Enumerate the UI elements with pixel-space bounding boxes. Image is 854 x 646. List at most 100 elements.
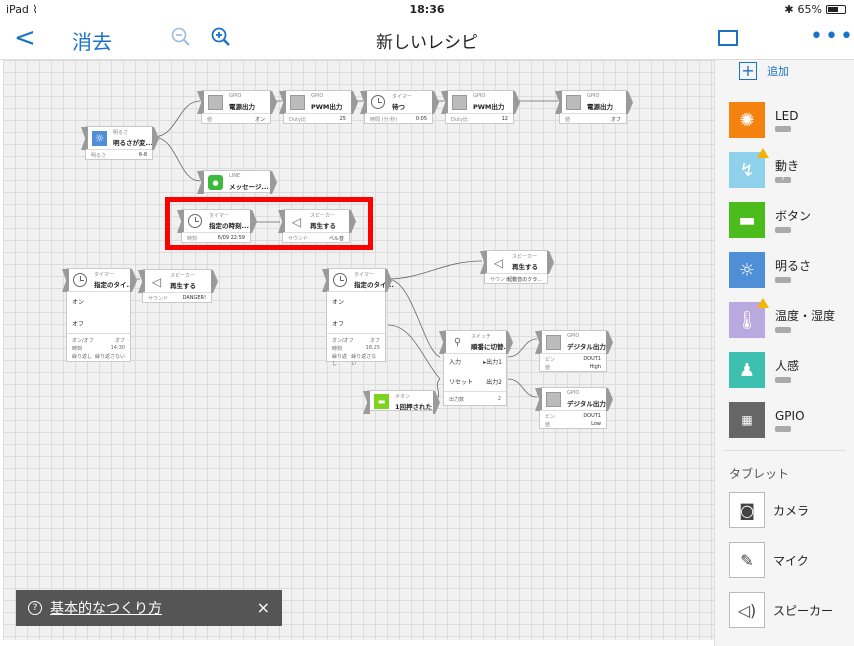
- more-button[interactable]: •••: [810, 24, 854, 49]
- led-icon: ✺: [729, 102, 765, 138]
- node-name: デジタル出力: [567, 400, 606, 408]
- node-category: ボタン: [395, 394, 411, 400]
- node-param-key: 値: [207, 117, 213, 123]
- gpio-power-on-node[interactable]: GPIO 電源出力 値 オン: [201, 90, 271, 124]
- node-category: タイマー: [209, 213, 230, 219]
- speaker-startup-node[interactable]: ◁ スピーカー 再生する サウンド 起動音のクラ...: [484, 250, 548, 284]
- node-category: LINE: [229, 173, 241, 179]
- close-icon[interactable]: ×: [256, 598, 270, 617]
- node-param-key: 時刻: [187, 236, 198, 242]
- bluetooth-icon: ✱: [784, 3, 794, 16]
- param-row: オン/オフオフ: [332, 338, 380, 344]
- brightness-trigger-node[interactable]: ☼ 明るさ 明るさが変... 明るさ 6-8: [85, 126, 153, 160]
- node-category: スピーカー: [512, 254, 538, 260]
- palette-item-button[interactable]: ▬ ボタン: [729, 202, 811, 238]
- node-name: 再生する: [512, 263, 538, 271]
- palette-item-label: カメラ: [773, 503, 810, 518]
- node-param-value: 25: [339, 116, 346, 122]
- palette-item-camera[interactable]: ◙ カメラ: [729, 492, 809, 528]
- badge: [775, 377, 791, 383]
- palette-item-led[interactable]: ✺ LED: [729, 102, 799, 138]
- button-press-node[interactable]: ▬ ボタン 1回押されたら: [367, 390, 439, 411]
- gpio-digital-high-node[interactable]: GPIO デジタル出力 ピン DOUT1 値 High: [539, 330, 607, 372]
- speaker-danger-node[interactable]: ◁ スピーカー 再生する サウンド DANGER!: [142, 269, 212, 303]
- gpio-icon: [546, 392, 561, 407]
- badge: [775, 125, 791, 132]
- node-name: PWM出力: [473, 103, 505, 111]
- node-param-value: Low: [591, 421, 601, 427]
- zoom-in-icon[interactable]: [210, 26, 232, 52]
- palette-item-label: GPIO: [775, 408, 805, 423]
- node-param-key: 値: [565, 117, 571, 123]
- zoom-out-icon[interactable]: [170, 26, 192, 52]
- thermometer-icon: 🌡: [729, 298, 769, 338]
- palette-item-speaker[interactable]: ◁) スピーカー: [729, 592, 833, 628]
- node-param-key: サウンド: [288, 236, 309, 242]
- gpio-icon: ▦: [729, 402, 765, 438]
- palette-item-temperature[interactable]: 🌡 温度・湿度: [729, 298, 835, 338]
- button-icon: ▬: [729, 202, 765, 238]
- recipe-canvas[interactable]: ☼ 明るさ 明るさが変... 明るさ 6-8 GPIO 電源出力 値 オン GP…: [3, 60, 714, 640]
- node-name: デジタル出力: [567, 343, 606, 351]
- panel-toggle-icon[interactable]: [718, 30, 738, 46]
- warning-icon: [757, 298, 769, 308]
- param-row: 繰り返し繰り返さない: [72, 354, 125, 360]
- palette-item-human[interactable]: ♟ 人感: [729, 352, 799, 388]
- node-name: PWM出力: [311, 103, 343, 111]
- palette-item-gpio[interactable]: ▦ GPIO: [729, 402, 805, 438]
- badge: [775, 227, 791, 233]
- node-param-key: ピン: [545, 414, 556, 420]
- badge: [775, 425, 791, 432]
- add-button[interactable]: + 追加: [739, 62, 789, 80]
- node-name: 1回押されたら: [395, 403, 439, 411]
- sun-icon: ☼: [92, 131, 107, 146]
- back-button[interactable]: <: [14, 23, 36, 53]
- palette-item-brightness[interactable]: ☼ 明るさ: [729, 252, 811, 288]
- motion-icon: ↯: [729, 148, 769, 188]
- node-param-value: DANGER!: [182, 295, 206, 301]
- help-link[interactable]: 基本的なつくり方: [50, 601, 162, 617]
- line-icon: ●: [208, 175, 223, 190]
- status-bar: iPad ⌇ 18:36 ✱ 65%: [0, 0, 854, 20]
- node-param-value: 12: [501, 116, 508, 122]
- gpio-power-off-node[interactable]: GPIO 電源出力 値 オフ: [559, 90, 627, 124]
- node-category: GPIO: [473, 93, 486, 99]
- speaker-play-node[interactable]: ◁ スピーカー 再生する サウンド ベル音: [282, 209, 350, 243]
- camera-icon: ◙: [729, 492, 765, 528]
- gpio-icon: [290, 95, 305, 110]
- node-name: 指定のタイ...: [94, 281, 134, 289]
- speaker-icon: ◁: [151, 274, 162, 289]
- timer-wait-node[interactable]: タイマー 待つ 時間 (分:秒) 0:05: [364, 90, 433, 124]
- clear-button[interactable]: 消去: [72, 30, 112, 54]
- palette-item-label: LED: [775, 108, 799, 123]
- battery-area: ✱ 65%: [784, 3, 846, 16]
- gpio-pwm-node-2[interactable]: GPIO PWM出力 Duty比 12: [445, 90, 514, 124]
- node-param-value: ベル音: [328, 236, 344, 242]
- palette-divider: [723, 450, 846, 451]
- gpio-pwm-node[interactable]: GPIO PWM出力 Duty比 25: [283, 90, 352, 124]
- palette-item-mic[interactable]: ✎ マイク: [729, 542, 809, 578]
- palette-item-label: マイク: [773, 553, 809, 568]
- node-param-key: Duty比: [289, 117, 306, 123]
- node-name: メッセージ...: [229, 183, 269, 191]
- gpio-icon: [452, 95, 467, 110]
- wifi-icon: ⌇: [32, 3, 38, 16]
- node-category: スピーカー: [170, 273, 196, 279]
- human-icon: ♟: [729, 352, 765, 388]
- node-name: 指定のタイ...: [354, 281, 394, 289]
- line-message-node[interactable]: ● LINE メッセージ...: [201, 170, 271, 193]
- help-banner[interactable]: ? 基本的なつくり方 ×: [16, 590, 282, 626]
- node-name: 指定の時刻...: [209, 222, 249, 230]
- node-category: GPIO: [567, 333, 580, 339]
- gpio-digital-low-node[interactable]: GPIO デジタル出力 ピン DOUT1 値 Low: [539, 387, 607, 429]
- timer-scheduled-node[interactable]: タイマー 指定の時刻... 時刻 6/09 22:59: [181, 209, 251, 243]
- clock-icon: [73, 273, 87, 287]
- speaker-icon: ◁: [493, 255, 504, 270]
- battery-icon: [826, 5, 846, 14]
- palette-item-motion[interactable]: ↯ 動き?: [729, 148, 799, 188]
